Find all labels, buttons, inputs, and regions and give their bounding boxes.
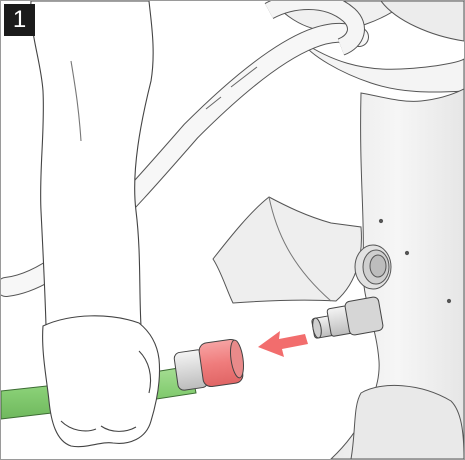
direction-arrow [258, 331, 308, 357]
step-number-badge: 1 [4, 4, 35, 36]
inlet-fitting [311, 296, 383, 338]
hose-coupling [174, 338, 246, 390]
hand [43, 316, 160, 447]
arm [31, 1, 153, 326]
inlet-cap [355, 245, 391, 289]
